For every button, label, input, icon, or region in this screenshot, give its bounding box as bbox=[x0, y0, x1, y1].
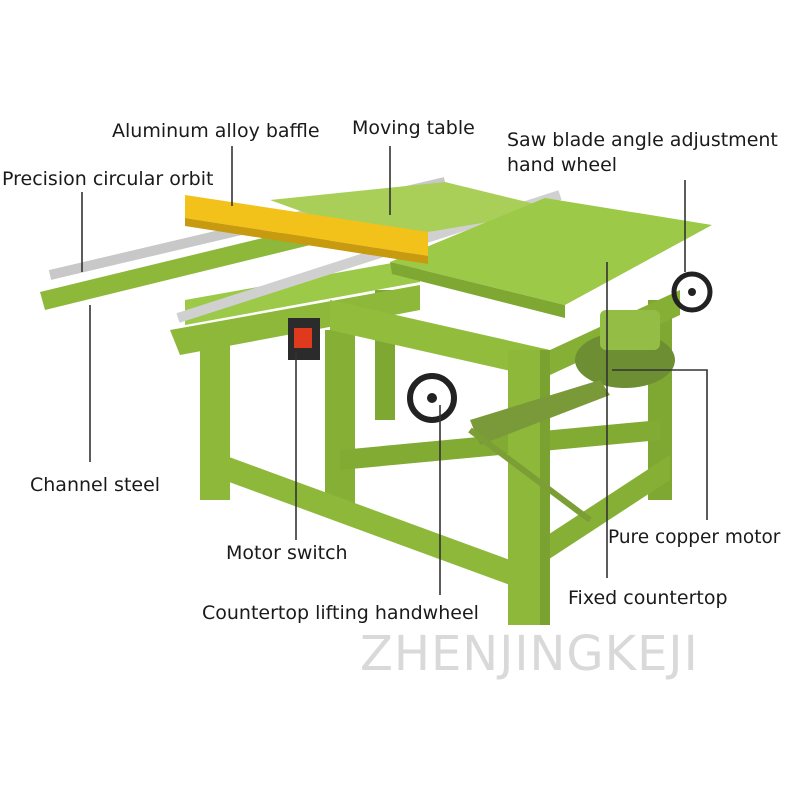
motor-housing bbox=[600, 310, 660, 350]
label-saw-angle-line2: hand wheel bbox=[507, 154, 618, 176]
angle-handwheel-shape bbox=[671, 271, 713, 313]
label-lifting-handwheel: Countertop lifting handwheel bbox=[202, 602, 479, 624]
back-stretcher bbox=[340, 420, 660, 470]
label-circular-orbit: Precision circular orbit bbox=[2, 168, 214, 190]
carriage-top-bar bbox=[185, 258, 420, 325]
label-fixed-countertop: Fixed countertop bbox=[568, 587, 728, 609]
label-channel-steel: Channel steel bbox=[30, 474, 161, 496]
frame-top-beam bbox=[330, 300, 550, 380]
label-aluminum-baffle: Aluminum alloy baffle bbox=[112, 120, 320, 142]
countertop-edge bbox=[390, 262, 565, 318]
left-stretcher bbox=[210, 450, 510, 585]
mid-left-leg bbox=[325, 330, 355, 505]
right-stretcher bbox=[540, 455, 670, 565]
leader-motor bbox=[612, 369, 708, 520]
label-copper-motor: Pure copper motor bbox=[608, 527, 781, 548]
baffle-shape bbox=[185, 195, 428, 256]
label-saw-angle-line1: Saw blade angle adjustment bbox=[507, 129, 778, 151]
label-moving-table: Moving table bbox=[352, 117, 475, 139]
lifting-handwheel-shape bbox=[407, 373, 457, 423]
switch-button bbox=[294, 328, 312, 348]
fixed-countertop-shape bbox=[390, 198, 712, 305]
mechanism-arm bbox=[470, 380, 610, 445]
watermark: ZHENJINGKEJI bbox=[360, 626, 699, 682]
label-motor-switch: Motor switch bbox=[226, 542, 348, 564]
brace-rod bbox=[468, 427, 592, 523]
